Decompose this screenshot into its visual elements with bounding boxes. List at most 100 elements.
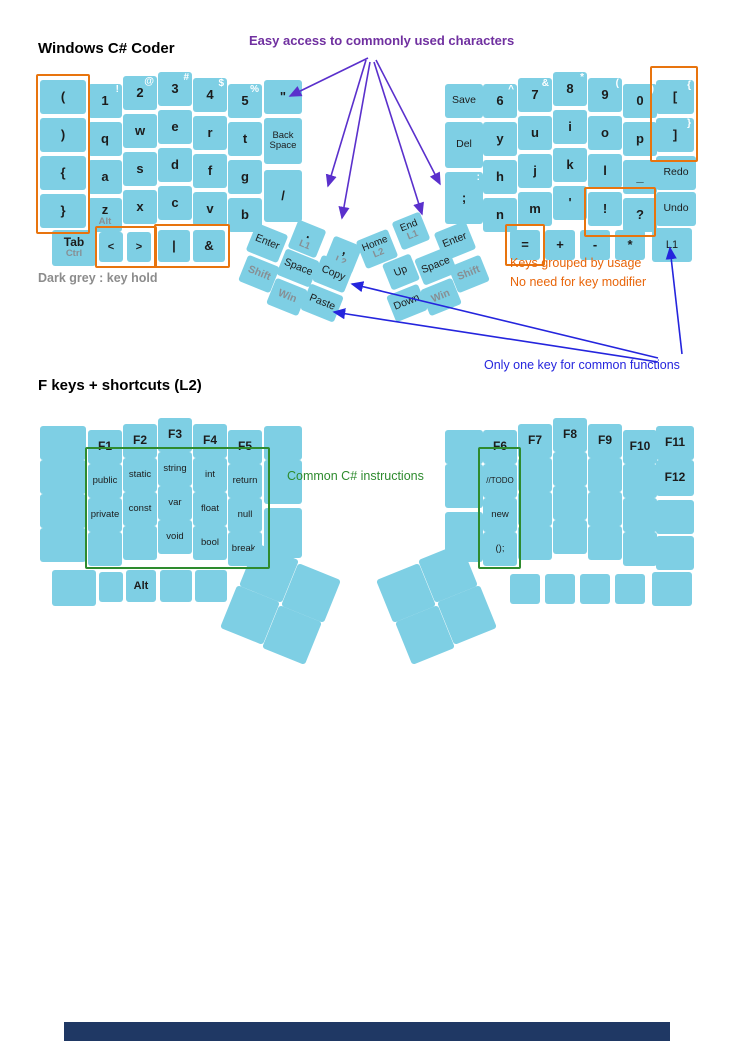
key-4: 4$ bbox=[193, 78, 227, 112]
annotation-arrow bbox=[332, 308, 659, 363]
key-hold-label: Ctrl bbox=[65, 248, 83, 260]
key-shift-symbol: { bbox=[687, 80, 691, 91]
key-label: 5 bbox=[241, 92, 249, 108]
group-csharp-right bbox=[478, 447, 521, 569]
key-g: g bbox=[228, 160, 262, 194]
key-label: const bbox=[128, 502, 152, 514]
key-shift-symbol: # bbox=[183, 72, 189, 83]
key-blank bbox=[40, 460, 86, 494]
key-label: d bbox=[171, 156, 179, 172]
key-semicolon: ;: bbox=[445, 172, 483, 224]
key-hold-label: Alt bbox=[98, 215, 112, 227]
key-label: F5 bbox=[237, 439, 252, 454]
key-label: h bbox=[496, 168, 504, 184]
key-label: F7 bbox=[527, 433, 542, 448]
key-shift-symbol: @ bbox=[144, 76, 154, 87]
key-shift-symbol: % bbox=[250, 84, 259, 95]
key-parens-semicolon: (); bbox=[483, 532, 517, 566]
key-label: f bbox=[207, 162, 213, 178]
key-blank bbox=[518, 492, 552, 526]
key-label: n bbox=[496, 206, 504, 222]
key-label: Redo bbox=[663, 166, 689, 179]
key-blank bbox=[195, 570, 227, 602]
key-label: - bbox=[592, 236, 598, 252]
key-label: 4 bbox=[206, 86, 214, 102]
key-label: m bbox=[529, 200, 541, 216]
key-blank bbox=[40, 426, 86, 460]
key-label: | bbox=[172, 237, 176, 253]
key-label: Tab bbox=[63, 235, 85, 250]
key-label: F10 bbox=[629, 439, 651, 454]
key-blank bbox=[545, 574, 575, 604]
key-h: h bbox=[483, 160, 517, 194]
key-label: F2 bbox=[132, 433, 147, 448]
key-del: Del bbox=[445, 122, 483, 168]
key-k: k bbox=[553, 148, 587, 182]
key-9: 9( bbox=[588, 78, 622, 112]
key-label: ; bbox=[461, 189, 467, 205]
key-label: / bbox=[281, 187, 285, 203]
key-blank bbox=[510, 574, 540, 604]
key-new: new bbox=[483, 498, 517, 532]
key-label: b bbox=[241, 206, 249, 222]
key-label: + bbox=[556, 236, 564, 252]
key-blank bbox=[580, 574, 610, 604]
key-q: q bbox=[88, 122, 122, 156]
key-shift-symbol: ! bbox=[115, 84, 119, 95]
key-save: Save bbox=[445, 84, 483, 118]
key-label: _ bbox=[636, 168, 644, 184]
key-8: 8* bbox=[553, 72, 587, 106]
key-public: public bbox=[88, 464, 122, 498]
key-shift-symbol: ) bbox=[650, 84, 654, 95]
key-3: 3# bbox=[158, 72, 192, 106]
key-label: Save bbox=[452, 94, 476, 107]
key-label: Enter bbox=[253, 232, 282, 253]
key-label: ] bbox=[672, 126, 678, 142]
key-label: private bbox=[90, 508, 120, 520]
key-static: static bbox=[123, 458, 157, 492]
key-return: return bbox=[228, 464, 262, 498]
key-i: i bbox=[553, 110, 587, 144]
key-greater-than: > bbox=[127, 232, 151, 262]
key-f10: F10 bbox=[623, 430, 657, 464]
key-a: a bbox=[88, 160, 122, 194]
key-blank bbox=[445, 464, 483, 508]
key-label: x bbox=[136, 198, 144, 214]
layer1-title: Windows C# Coder bbox=[38, 40, 175, 57]
key-f8: F8 bbox=[553, 418, 587, 452]
note-grouped-1: Keys grouped by usage bbox=[510, 256, 642, 270]
key-blank bbox=[88, 532, 122, 566]
key-blank bbox=[553, 452, 587, 486]
key-label: static bbox=[128, 468, 152, 480]
key-x: x bbox=[123, 190, 157, 224]
group-parens-braces bbox=[36, 74, 90, 234]
key-blank bbox=[52, 570, 96, 606]
key-int: int bbox=[193, 458, 227, 492]
key-label: e bbox=[171, 118, 179, 134]
key-blank bbox=[445, 430, 483, 464]
key-pipe: | bbox=[158, 230, 190, 262]
key-label: Up bbox=[392, 263, 410, 280]
group-csharp-left bbox=[85, 447, 270, 569]
note-easy-access: Easy access to commonly used characters bbox=[249, 33, 515, 48]
key-todo-comment: //TODO bbox=[483, 464, 517, 498]
key-blank bbox=[656, 536, 694, 570]
key-f9: F9 bbox=[588, 424, 622, 458]
group-square-brackets bbox=[650, 66, 698, 162]
key-2: 2@ bbox=[123, 76, 157, 110]
key-plus: + bbox=[545, 230, 575, 260]
key-label: ' bbox=[568, 194, 572, 210]
key-label: Undo bbox=[663, 202, 689, 215]
key-s: s bbox=[123, 152, 157, 186]
key-shift-symbol: ^ bbox=[508, 84, 514, 95]
group-bang-question bbox=[584, 187, 656, 237]
key-label: 7 bbox=[531, 86, 539, 102]
key-label: Win bbox=[276, 287, 299, 306]
key-label: new bbox=[491, 508, 509, 520]
key-shift-symbol: } bbox=[687, 118, 691, 129]
key-label: 1 bbox=[101, 92, 109, 108]
key-l: l bbox=[588, 154, 622, 188]
key-open-brace: { bbox=[40, 156, 86, 190]
key-label: i bbox=[568, 118, 572, 134]
